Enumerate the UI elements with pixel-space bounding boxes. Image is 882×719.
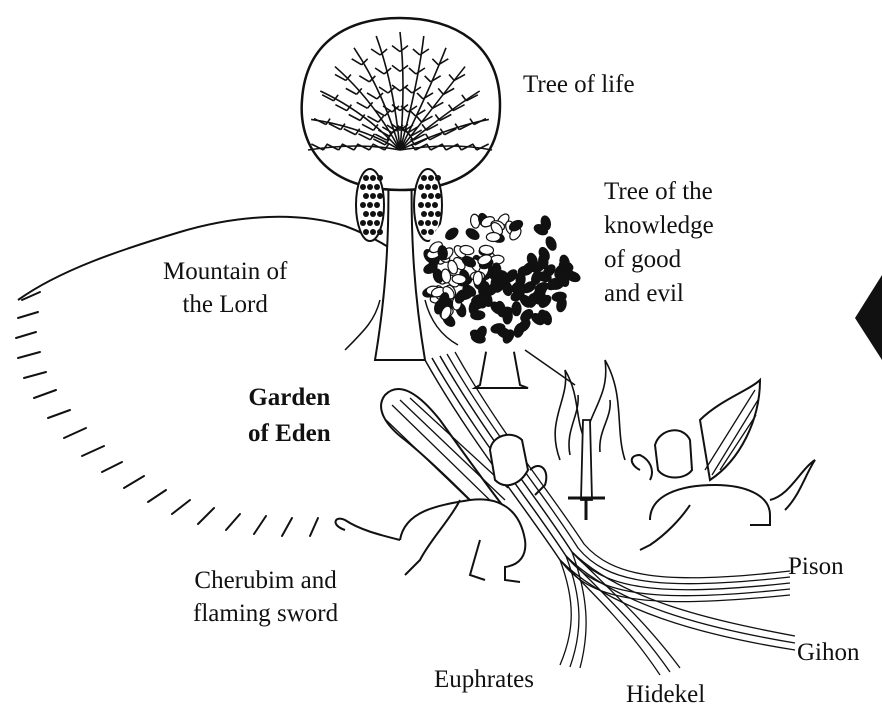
grape-dot [360,202,366,208]
edge-arrow-shape [855,275,882,360]
grape-dot [367,220,373,226]
knowledge-leaf [491,263,501,277]
grape-dot [363,211,369,217]
label-river-hidekel: Hidekel [626,679,705,710]
grape-dot [370,175,376,181]
hatch-mark [82,446,104,456]
label-line: Garden [248,380,331,416]
grape-dot [421,229,427,235]
label-cherubim-and-flaming-sword: Cherubim and flaming sword [193,564,338,630]
hatch-mark [18,352,40,358]
knowledge-leaf [512,302,521,316]
knowledge-leaf [452,274,467,284]
grape-dot [425,220,431,226]
grape-dot [377,175,383,181]
grape-dot [367,202,373,208]
grape-dot [418,202,424,208]
pointer-line [525,350,575,385]
label-mountain-of-the-lord: Mountain of the Lord [163,255,287,321]
cherub-right-drawing [632,380,815,550]
label-line: Mountain of [163,255,287,288]
grape-dot [428,193,434,199]
hatch-mark [172,500,190,514]
grape-dot [370,229,376,235]
label-river-pison: Pison [788,551,844,582]
grape-dot [367,184,373,190]
grape-dot [363,175,369,181]
label-line: knowledge [604,209,714,243]
label-tree-of-knowledge: Tree of the knowledge of good and evil [604,175,714,311]
grape-dot [418,220,424,226]
hatch-mark [16,332,36,338]
flaming-sword-drawing [555,360,625,520]
hatch-mark [148,490,166,502]
hatch-mark [282,518,292,536]
grape-dot [435,211,441,217]
tree-of-knowledge-drawing [422,197,582,388]
grape-dot [374,184,380,190]
grape-dot [428,175,434,181]
grape-dot [432,220,438,226]
grape-dot [435,175,441,181]
grape-dot [421,211,427,217]
label-line: Tree of the [604,175,714,209]
grape-dot [363,229,369,235]
hatch-mark [226,514,240,530]
grape-dot [428,229,434,235]
grape-dot [370,193,376,199]
grape-dot [421,193,427,199]
label-line: the Lord [163,288,287,321]
grape-dot [425,184,431,190]
grape-dot [377,193,383,199]
hatch-mark [310,518,318,536]
hatch-mark [124,476,144,488]
cherub-left-drawing [336,389,547,582]
grape-dot [421,175,427,181]
grape-dot [432,184,438,190]
label-line: flaming sword [193,597,338,630]
hatch-mark [18,312,38,318]
label-line: of good [604,243,714,277]
grape-dot [374,220,380,226]
hatch-mark [48,410,70,418]
grape-dot [432,202,438,208]
hatch-mark [34,390,56,398]
grape-dot [360,184,366,190]
hatch-mark [254,516,266,534]
hatch-mark [64,428,86,438]
grape-dot [360,220,366,226]
knowledge-leaf [471,311,485,320]
grape-dot [370,211,376,217]
grape-dot [428,211,434,217]
grape-dot [377,211,383,217]
hatch-mark [24,372,46,378]
label-line: Cherubim and [193,564,338,597]
grape-dot [363,193,369,199]
grape-dot [374,202,380,208]
hatch-mark [198,508,214,524]
hatch-mark [102,462,122,472]
label-river-euphrates: Euphrates [434,664,534,695]
label-river-gihon: Gihon [797,637,860,668]
label-line: and evil [604,277,714,311]
grape-dot [435,193,441,199]
grape-dot [418,184,424,190]
label-line: of Eden [248,416,331,452]
label-garden-of-eden: Garden of Eden [248,380,331,452]
grape-dot [377,229,383,235]
knowledge-leaf [486,232,500,241]
label-tree-of-life: Tree of life [523,69,635,100]
grape-dot [425,202,431,208]
